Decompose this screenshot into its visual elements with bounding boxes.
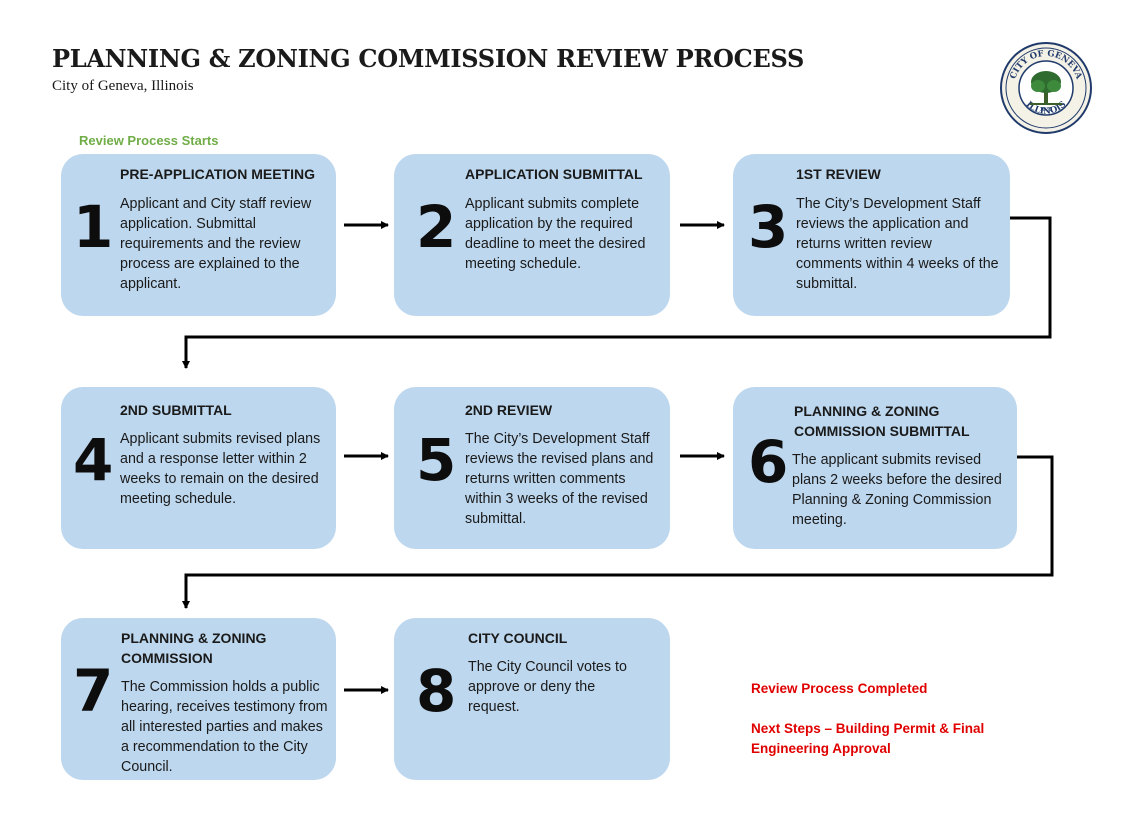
step-box-1: 1 PRE-APPLICATION MEETING Applicant and …	[61, 154, 336, 316]
start-label: Review Process Starts	[79, 133, 219, 148]
step-heading: 2ND REVIEW	[465, 402, 553, 418]
page-subtitle: City of Geneva, Illinois	[52, 78, 194, 94]
step-text: The City Council votes to approve or den…	[468, 659, 627, 715]
step-box-4: 4 2ND SUBMITTAL Applicant submits revise…	[61, 387, 336, 549]
step-number: 2	[416, 193, 457, 261]
step-box-7: 7 PLANNING & ZONING COMMISSION The Commi…	[61, 618, 336, 780]
step-box-2: 2 APPLICATION SUBMITTAL Applicant submit…	[394, 154, 670, 316]
city-seal-icon: CITY OF GENEVA ILLINOIS 1835	[1000, 42, 1092, 134]
step-number: 7	[73, 657, 114, 725]
step-heading: APPLICATION SUBMITTAL	[465, 166, 643, 182]
step-heading: PRE-APPLICATION MEETING	[120, 166, 315, 182]
completion-line-1: Review Process Completed	[751, 681, 928, 696]
step-box-8: 8 CITY COUNCIL The City Council votes to…	[394, 618, 670, 780]
step-heading: 2ND SUBMITTAL	[120, 402, 232, 418]
step-box-5: 5 2ND REVIEW The City’s Development Staf…	[394, 387, 670, 549]
seal-year: 1835	[1040, 107, 1053, 113]
step-number: 5	[416, 426, 457, 494]
page-title: PLANNING & ZONING COMMISSION REVIEW PROC…	[52, 44, 804, 73]
step-heading: PLANNING & ZONING COMMISSION	[121, 630, 267, 666]
step-number: 4	[73, 426, 114, 494]
step-heading: CITY COUNCIL	[468, 630, 568, 646]
step-text: Applicant submits complete application b…	[465, 196, 646, 272]
step-box-3: 3 1ST REVIEW The City’s Development Staf…	[733, 154, 1010, 316]
step-number: 3	[748, 193, 789, 261]
step-text: The City’s Development Staff reviews the…	[796, 196, 999, 292]
step-text: The applicant submits revised plans 2 we…	[792, 452, 1002, 528]
arrow-3-4	[182, 216, 1052, 369]
step-heading: 1ST REVIEW	[796, 166, 881, 182]
step-box-6: 6 PLANNING & ZONING COMMISSION SUBMITTAL…	[733, 387, 1017, 549]
step-text: The Commission holds a public hearing, r…	[121, 679, 328, 775]
completion-note: Review Process Completed Next Steps – Bu…	[751, 659, 1011, 779]
step-number: 6	[748, 428, 789, 496]
completion-line-2: Next Steps – Building Permit & Final Eng…	[751, 721, 985, 756]
step-heading: PLANNING & ZONING COMMISSION SUBMITTAL	[794, 403, 970, 439]
step-number: 8	[416, 657, 457, 725]
arrow-6-7	[182, 455, 1054, 609]
step-text: Applicant submits revised plans and a re…	[120, 431, 321, 507]
step-number: 1	[73, 193, 114, 261]
step-text: The City’s Development Staff reviews the…	[465, 431, 654, 527]
step-text: Applicant and City staff review applicat…	[120, 196, 312, 292]
